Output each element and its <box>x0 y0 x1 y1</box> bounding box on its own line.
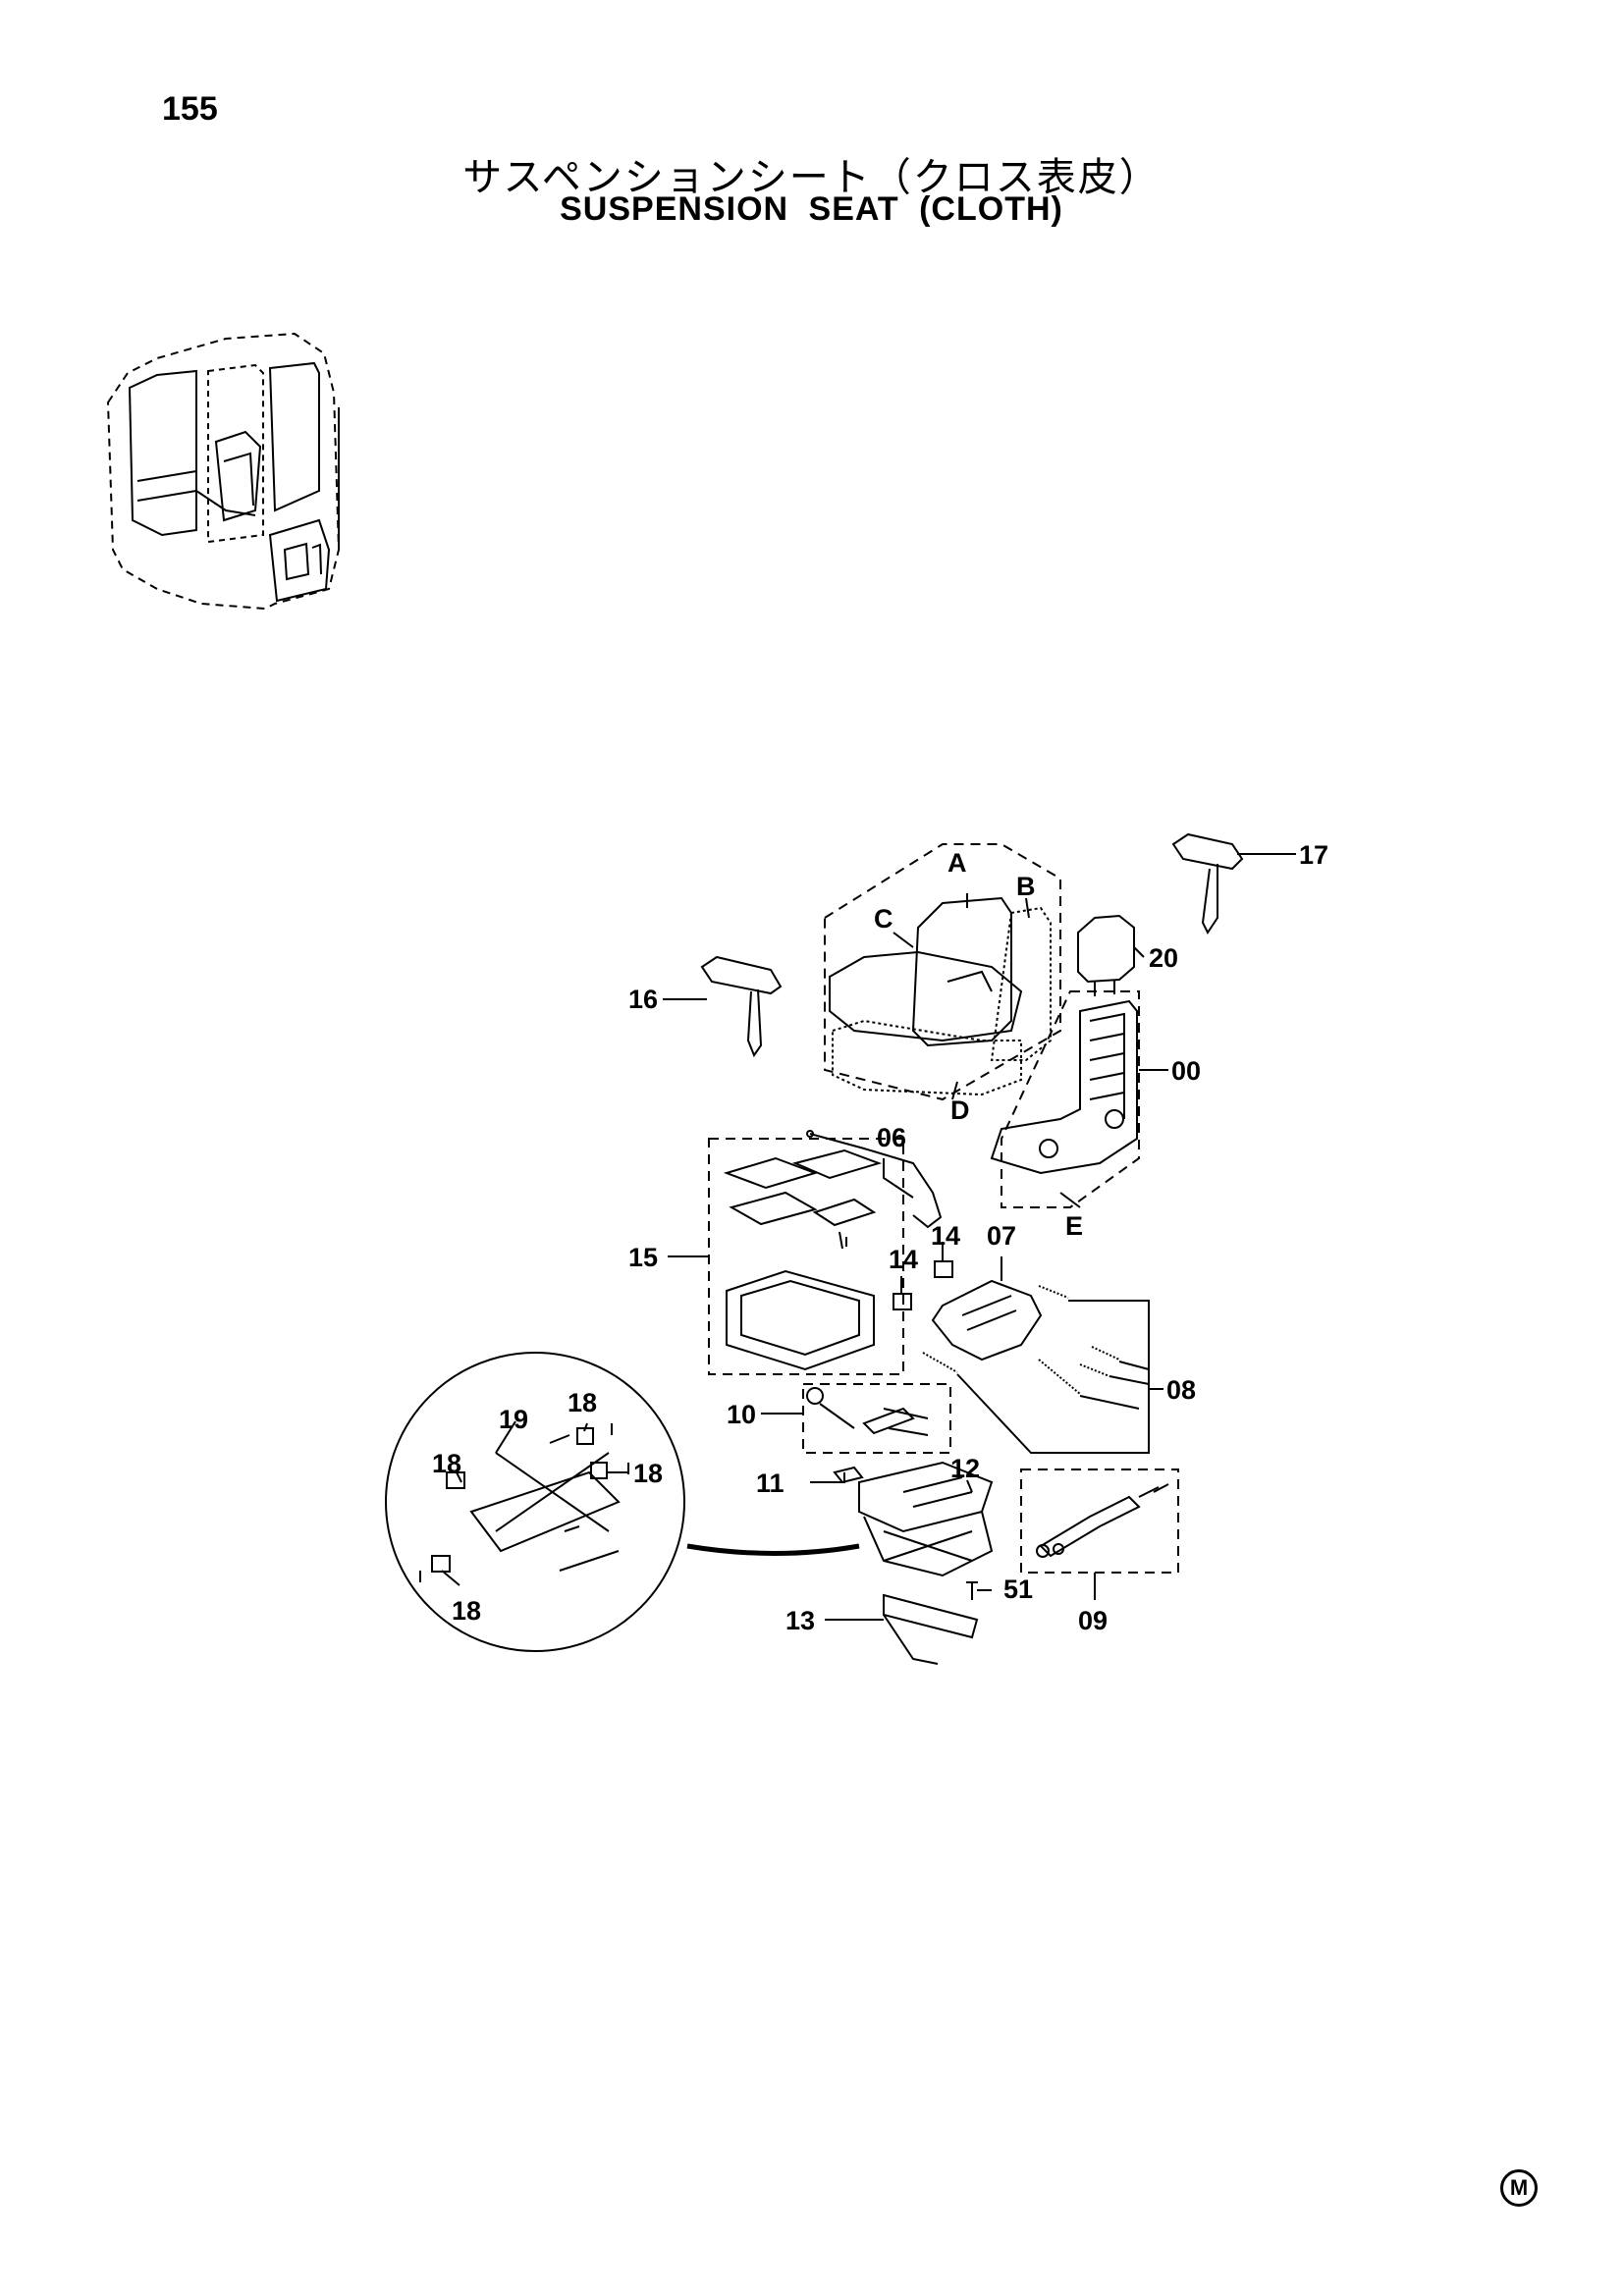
callout-16: 16 <box>628 985 658 1014</box>
bracket-11 <box>833 1466 864 1484</box>
springs <box>922 1285 1120 1395</box>
page-number: 155 <box>162 90 218 128</box>
corner-mark: M <box>1500 2169 1538 2207</box>
callout-09: 09 <box>1078 1606 1108 1635</box>
handle-bar <box>883 1593 979 1665</box>
callout-E: E <box>1065 1211 1083 1241</box>
callout-20: 20 <box>1149 943 1178 973</box>
leader-lines <box>441 853 1296 1621</box>
callout-07: 07 <box>987 1221 1016 1251</box>
callout-18-top: 18 <box>568 1388 597 1417</box>
height-adjuster <box>806 1387 929 1436</box>
callout-51: 51 <box>1003 1575 1033 1604</box>
callout-00: 00 <box>1171 1056 1201 1086</box>
lever-cable <box>806 1130 943 1229</box>
headrest <box>1077 914 1135 996</box>
cab-locator-illustration <box>106 332 341 611</box>
seat-frame <box>990 999 1138 1175</box>
page-title-english: SUSPENSION SEAT (CLOTH) <box>560 190 1063 228</box>
seat-pan <box>726 1269 875 1371</box>
callout-18-left: 18 <box>432 1449 461 1478</box>
callout-14a: 14 <box>931 1221 960 1251</box>
slide-rails <box>723 1148 883 1250</box>
callout-D: D <box>950 1095 970 1125</box>
detail-circle <box>385 1352 860 1652</box>
callout-18-bottom: 18 <box>452 1596 481 1626</box>
cap-14b <box>934 1260 953 1278</box>
callout-18-right: 18 <box>633 1459 663 1488</box>
adjuster-lever <box>931 1279 1043 1362</box>
callout-B: B <box>1016 872 1036 901</box>
callout-17: 17 <box>1299 840 1328 870</box>
callout-11: 11 <box>756 1468 784 1498</box>
armrest-right <box>1171 832 1244 934</box>
callout-13: 13 <box>785 1606 815 1635</box>
callout-14b: 14 <box>889 1245 918 1274</box>
callout-C: C <box>874 904 893 934</box>
callout-19: 19 <box>499 1405 528 1434</box>
bolt-51 <box>966 1581 978 1600</box>
seat-cushion <box>829 950 1023 1096</box>
callout-08: 08 <box>1166 1375 1196 1405</box>
callout-15: 15 <box>628 1243 658 1272</box>
callout-10: 10 <box>727 1400 756 1429</box>
seat-back-cushion <box>911 896 1012 1047</box>
shock-absorber <box>1036 1483 1169 1558</box>
callout-A: A <box>947 848 967 878</box>
suspension-unit <box>858 1461 994 1577</box>
callout-labels: 17 A B C 20 16 00 D 06 E 14 07 14 15 08 … <box>432 840 1328 1635</box>
seat-back-cover <box>990 906 1052 1061</box>
callout-06: 06 <box>877 1123 906 1152</box>
callout-12: 12 <box>950 1454 980 1483</box>
armrest-left <box>700 955 783 1058</box>
page-title-japanese: サスペンションシート（クロス表皮） <box>462 155 1161 200</box>
